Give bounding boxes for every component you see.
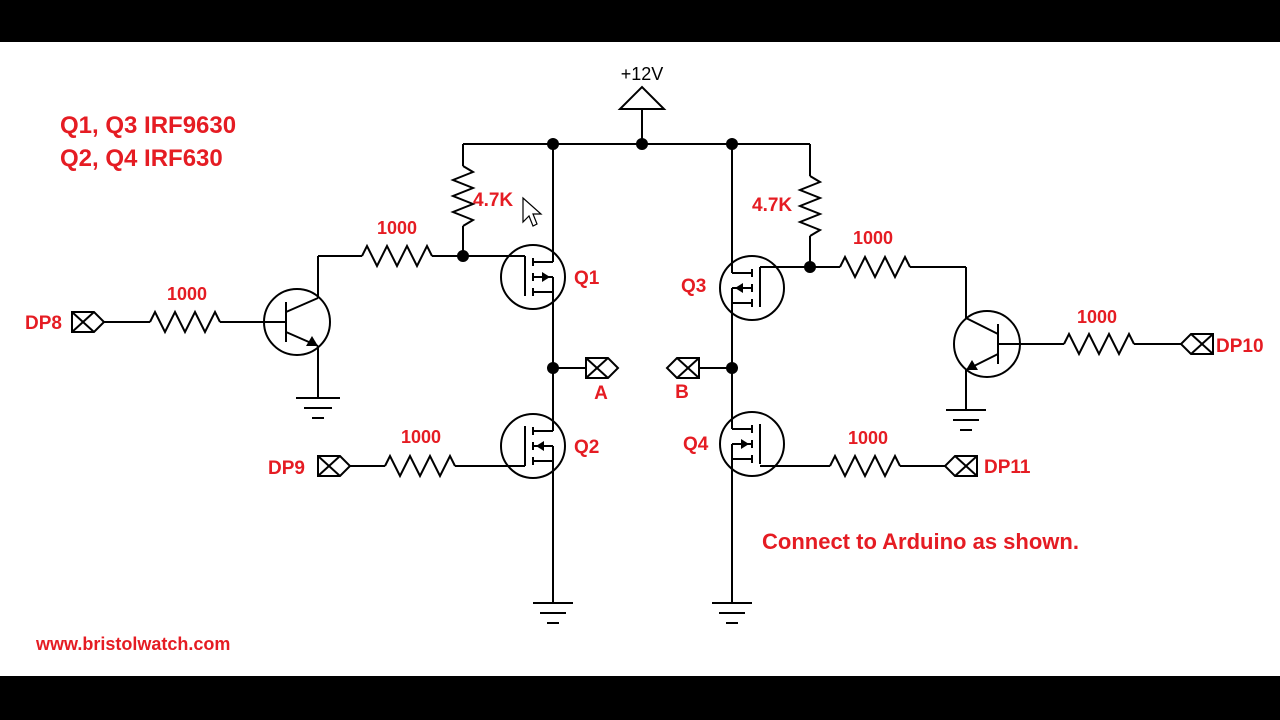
q1-label: Q1 — [574, 268, 600, 289]
mosfet-q3 — [719, 144, 785, 368]
pullup-resistor-left — [450, 144, 476, 256]
output-a-label: A — [594, 383, 608, 404]
pin-dp11-label: DP11 — [984, 457, 1031, 478]
connector-b — [665, 357, 700, 379]
q3-label: Q3 — [681, 276, 706, 297]
part-note-q1-q3: Q1, Q3 IRF9630 — [60, 112, 236, 139]
supply-rail — [463, 85, 810, 145]
base-resistor-left — [104, 309, 245, 335]
gate-resistor-q4 — [760, 453, 945, 479]
base-resistor-right-label: 1000 — [1077, 307, 1117, 327]
gate-resistor-left-label: 1000 — [377, 218, 417, 238]
part-note-q2-q4: Q2, Q4 IRF630 — [60, 145, 223, 172]
q4-label: Q4 — [683, 434, 709, 455]
gate-resistor-right — [760, 254, 967, 318]
gate-resistor-q4-label: 1000 — [848, 428, 888, 448]
ground-right-npn — [946, 409, 986, 431]
mosfet-q4 — [719, 368, 785, 603]
npn-transistor-right — [953, 310, 1060, 410]
gate-resistor-left — [318, 243, 525, 269]
arduino-note: Connect to Arduino as shown. — [762, 529, 1079, 554]
gate-resistor-q2 — [350, 453, 525, 479]
h-bridge-schematic: +12V 4.7K 1000 1000 — [25, 64, 1264, 654]
pullup-left-label: 4.7K — [473, 190, 513, 211]
mouse-cursor-icon — [522, 196, 543, 227]
supply-label: +12V — [621, 64, 664, 84]
website-label: www.bristolwatch.com — [35, 634, 230, 654]
mosfet-q1 — [500, 144, 566, 368]
schematic-canvas: +12V 4.7K 1000 1000 — [0, 42, 1280, 676]
output-b-label: B — [675, 382, 689, 403]
connector-dp8 — [71, 311, 106, 333]
ground-q2 — [533, 602, 573, 624]
pin-dp10-label: DP10 — [1216, 336, 1264, 357]
q2-label: Q2 — [574, 437, 599, 458]
connector-dp9 — [317, 455, 352, 477]
pin-dp9-label: DP9 — [268, 458, 305, 479]
mosfet-q2 — [500, 368, 566, 603]
connector-dp10 — [1179, 333, 1214, 355]
base-resistor-left-label: 1000 — [167, 284, 207, 304]
ground-left-npn — [296, 397, 340, 419]
pullup-resistor-right — [797, 144, 823, 267]
ground-q4 — [712, 602, 752, 624]
npn-transistor-left — [245, 256, 331, 398]
gate-resistor-q2-label: 1000 — [401, 427, 441, 447]
connector-a — [585, 357, 620, 379]
connector-dp11 — [943, 455, 978, 477]
pin-dp8-label: DP8 — [25, 313, 62, 334]
gate-resistor-right-label: 1000 — [853, 228, 893, 248]
pullup-right-label: 4.7K — [752, 195, 792, 216]
base-resistor-right — [1040, 331, 1181, 357]
